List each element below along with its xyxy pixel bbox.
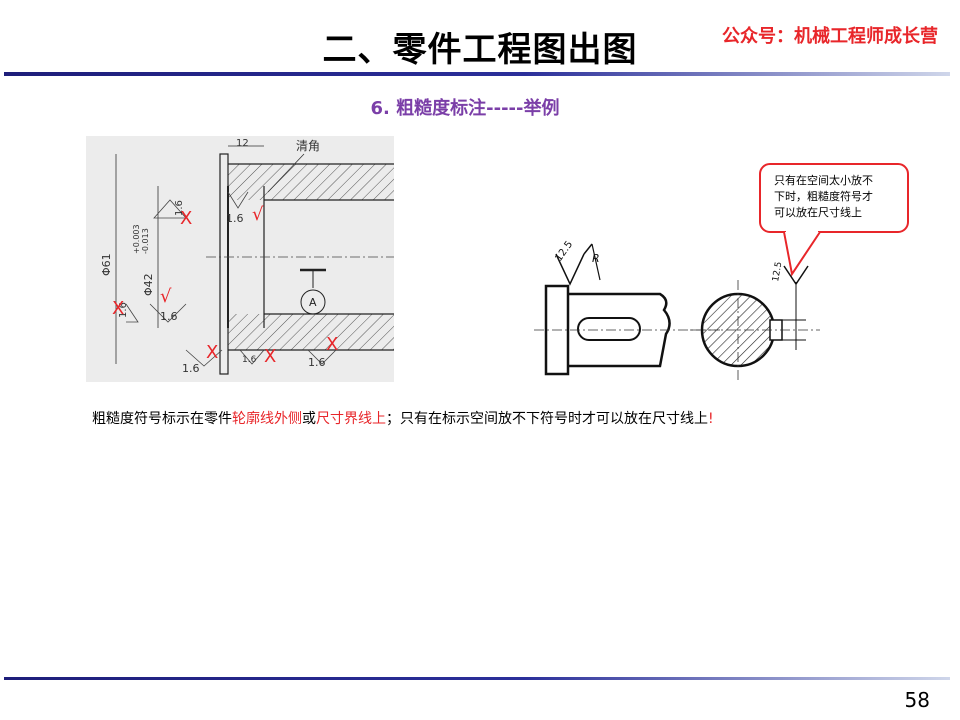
datum-circle — [300, 289, 326, 315]
roughness-12-5: 12.5 — [553, 239, 575, 264]
tol-lower-label: -0.013 — [141, 228, 150, 254]
callout-line-3: 可以放在尺寸线上 — [774, 205, 862, 219]
section-subtitle: 6. 粗糙度标注-----举例 — [370, 98, 560, 119]
right-mark-1: √ — [252, 204, 264, 225]
roughness-label-2: 1.6 — [160, 310, 178, 323]
callout-line-1: 只有在空间太小放不 — [774, 173, 873, 187]
wrong-mark-4: X — [264, 346, 276, 367]
callout-line-2: 下时，粗糙度符号才 — [774, 189, 873, 203]
roughness-label-6: 1.6 — [174, 200, 185, 216]
roughness-label-1: 1.6 — [226, 212, 244, 225]
brand-label: 公众号：机械工程师成长营 — [722, 26, 938, 47]
right-mark-2: √ — [160, 286, 172, 307]
wrong-mark-3: X — [206, 342, 218, 363]
wrong-mark-5: X — [326, 334, 338, 355]
shaft-flange — [544, 284, 570, 376]
clear-corner-label: 清角 — [296, 139, 320, 153]
callout-box — [759, 163, 909, 233]
caption-part-5: ；只有在标示空间放不下符号时才可以放在尺寸线上 — [386, 411, 708, 427]
page-title: 二、零件工程图出图 — [322, 30, 638, 70]
upper-wall-hatch — [228, 164, 394, 200]
lower-wall-hatch — [228, 314, 394, 350]
caption-part-3: 或 — [302, 411, 316, 427]
caption-contour-highlight: 轮廓线外侧 — [232, 411, 302, 427]
roughness-12-5b: 12.5 — [771, 261, 784, 282]
roughness-label-7: 1.6 — [118, 302, 129, 318]
caption-extension-line-highlight: 尺寸界线上 — [316, 411, 386, 427]
right-drawing: 只有在空间太小放不 下时，粗糙度符号才 可以放在尺寸线上 12.5 R 12.5 — [520, 150, 920, 390]
dim-42-label: Φ42 — [142, 273, 155, 296]
roughness-label-5: 1.6 — [308, 356, 326, 369]
footer-divider — [4, 677, 950, 680]
left-drawing-svg: 12 清角 Φ61 Φ42 +0.003 -0.013 A 1.6 1.6 1.… — [100, 138, 394, 375]
tol-upper-label: +0.003 — [132, 224, 141, 254]
left-drawing: 12 清角 Φ61 Φ42 +0.003 -0.013 A 1.6 1.6 1.… — [86, 136, 394, 382]
datum-label: A — [309, 296, 317, 309]
keyway — [577, 317, 641, 341]
dim-61-label: Φ61 — [100, 253, 113, 276]
dim-12-label: 12 — [236, 138, 249, 149]
roughness-label-4: 1.6 — [242, 355, 257, 365]
caption-part-1: 粗糙度符号标示在零件 — [92, 411, 232, 427]
wrong-mark-1: X — [180, 208, 192, 229]
caption: 粗糙度符号标示在零件轮廓线外侧或尺寸界线上；只有在标示空间放不下符号时才可以放在… — [92, 408, 714, 428]
right-drawing-svg: 只有在空间太小放不 下时，粗糙度符号才 可以放在尺寸线上 12.5 R 12.5 — [534, 163, 909, 380]
caption-exclamation: ! — [708, 411, 714, 427]
roughness-label-3: 1.6 — [182, 362, 200, 375]
radius-label: R — [592, 252, 600, 265]
wrong-mark-2: X — [112, 298, 124, 319]
header-divider — [4, 72, 950, 76]
page-number: 58 — [904, 688, 930, 712]
